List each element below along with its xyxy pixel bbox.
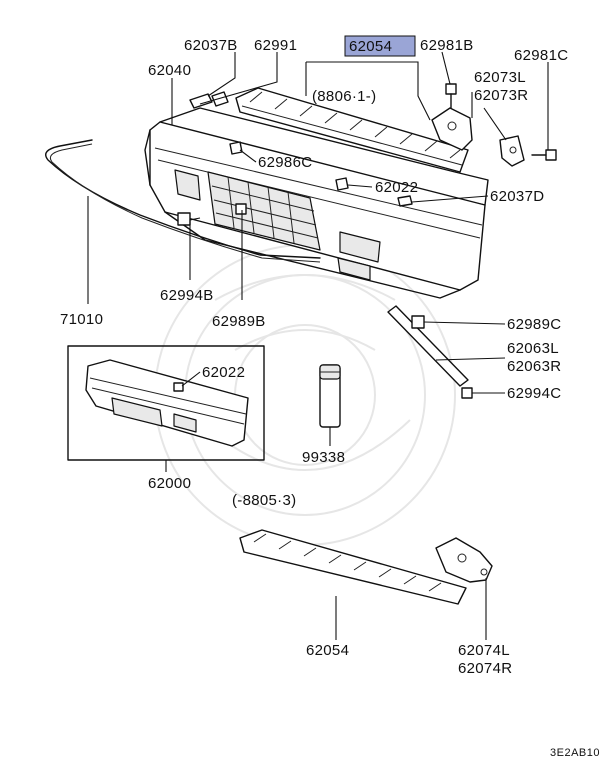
label-62981B[interactable]: 62981B [420,37,474,54]
bracket-62074 [435,537,493,583]
label-62073L[interactable]: 62073L [474,69,526,86]
date-range-old: (-8805·3) [232,492,296,509]
diagram-code: 3E2AB10 [550,747,600,759]
label-62074L[interactable]: 62074L [458,642,510,659]
stay-62063 [387,305,473,399]
highlight-box [344,35,416,57]
label-62994B[interactable]: 62994B [160,287,214,304]
bolt-62981B [445,83,457,109]
date-range-new: (8806·1-) [312,88,376,105]
bracket-62073 [431,107,525,167]
clip-62991 [189,93,213,109]
label-62994C[interactable]: 62994C [507,385,561,402]
label-62022-top[interactable]: 62022 [375,179,418,196]
main-bumper-assembly [144,107,489,299]
clip-62037B [211,91,229,107]
bolt-62981C [531,149,557,161]
label-62000[interactable]: 62000 [148,475,191,492]
label-62991[interactable]: 62991 [254,37,297,54]
bolt-62994C [461,387,473,399]
label-62037B[interactable]: 62037B [184,37,238,54]
label-62981C[interactable]: 62981C [514,47,568,64]
label-62037D[interactable]: 62037D [490,188,544,205]
adhesive-tube-99338 [319,364,341,428]
label-62073R[interactable]: 62073R [474,87,528,104]
label-62063R[interactable]: 62063R [507,358,561,375]
molding-71010 [45,139,321,263]
label-62989B[interactable]: 62989B [212,313,266,330]
label-99338[interactable]: 99338 [302,449,345,466]
nut-62994B [177,212,191,226]
label-62986C[interactable]: 62986C [258,154,312,171]
label-62074R[interactable]: 62074R [458,660,512,677]
label-62022-box[interactable]: 62022 [202,364,245,381]
label-62989C[interactable]: 62989C [507,316,561,333]
label-62054-bottom[interactable]: 62054 [306,642,349,659]
label-62054-highlighted[interactable]: 62054 [349,38,392,55]
reinforcement-bar-new [235,87,469,173]
label-71010[interactable]: 71010 [60,311,103,328]
clip-62022-top [335,177,349,191]
clip-62989B [235,203,247,215]
clip-62986C [229,141,243,155]
label-62063L[interactable]: 62063L [507,340,559,357]
leader-lines [87,51,549,640]
label-62040[interactable]: 62040 [148,62,191,79]
reinforcement-bar-old [239,529,467,605]
clip-62037D [397,195,413,207]
clip-62989C [411,315,425,329]
